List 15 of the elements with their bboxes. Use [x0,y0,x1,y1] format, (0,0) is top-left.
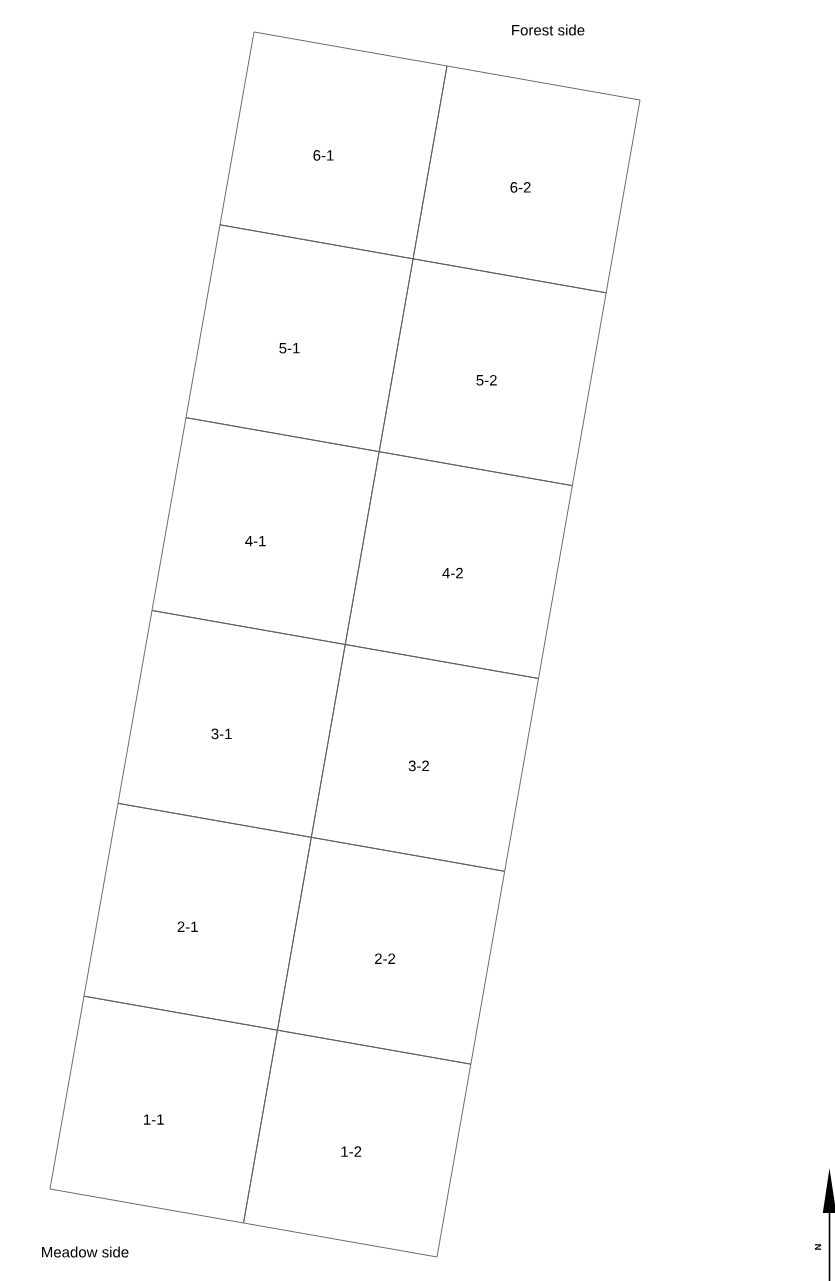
plot-cell: 3-1 [117,610,346,838]
plot-cell: 6-2 [412,65,641,294]
plot-cell: 6-1 [219,31,448,260]
plot-cell: 2-1 [83,802,312,1031]
plot-cell: 4-1 [151,417,380,645]
plot-cell: 5-2 [378,258,607,487]
plot-cell: 2-2 [276,836,506,1065]
plot-cell: 4-2 [344,451,573,679]
plot-cell: 1-2 [243,1029,472,1258]
plot-cell: 1-1 [49,995,278,1224]
side-label: Forest side [512,24,585,36]
plot-cell: 3-2 [310,644,539,872]
side-label: Meadow side [42,1246,129,1258]
north-label: N [814,1244,822,1250]
plot-cell: 5-1 [185,224,414,453]
